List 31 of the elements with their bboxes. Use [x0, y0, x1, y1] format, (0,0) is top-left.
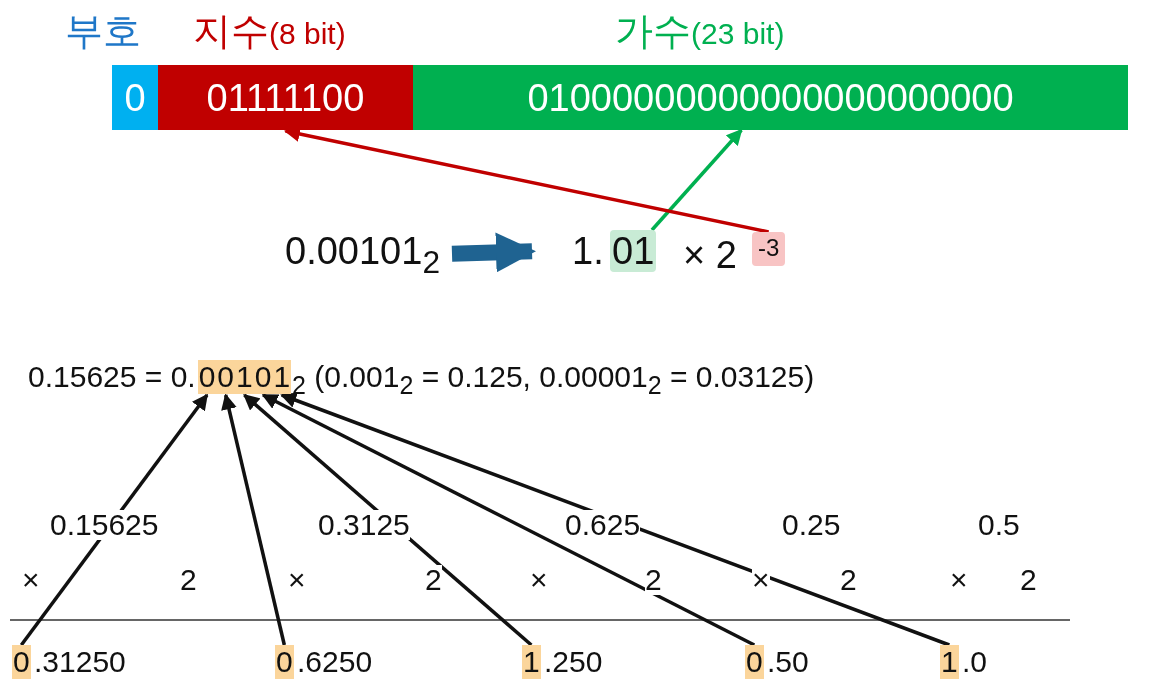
highlighted-exponent: -3 [752, 232, 786, 266]
highlighted-digit: 0 [275, 645, 294, 679]
column-number: 0.15625 [50, 510, 159, 540]
highlighted-digit: 0 [745, 645, 764, 679]
highlighted-digit: 0 [12, 645, 31, 679]
highlighted-digit: 1 [940, 645, 959, 679]
number-text: 1. [572, 232, 604, 270]
arrow [280, 392, 950, 647]
arrow [261, 393, 756, 647]
highlighted-digit: 1 [235, 360, 254, 394]
column-number: 0.3125 [318, 510, 410, 540]
bit-field: 01111100 [158, 65, 413, 130]
highlighted-digit: 0 [216, 360, 236, 394]
highlighted-digits: 01 [610, 230, 657, 272]
field-heading: 부호 [65, 12, 141, 50]
arrow [451, 232, 536, 273]
equation-text: 0.15625 = 0. [28, 362, 196, 392]
arrow [243, 393, 533, 647]
bit-field: 0 [112, 65, 158, 130]
equation-text: $_{2}$ (0.001$_{2}$ = 0.125, 0.00001$_{2}$ = 0.03125) [292, 362, 815, 398]
highlighted-digit: 1 [272, 360, 292, 394]
arrow [650, 128, 743, 232]
binary-number: 0.00101$_{2}$ [285, 232, 440, 279]
field-heading: 가수(23 bit) [615, 12, 785, 50]
field-heading: 지수(8 bit) [193, 12, 346, 50]
highlighted-digit: 0 [197, 360, 217, 394]
arrow [221, 393, 287, 646]
highlighted-digit: 1 [522, 645, 541, 679]
bit-field: 01000000000000000000000 [413, 65, 1128, 130]
math-text: × 2 [683, 236, 737, 274]
arrow [19, 393, 209, 647]
